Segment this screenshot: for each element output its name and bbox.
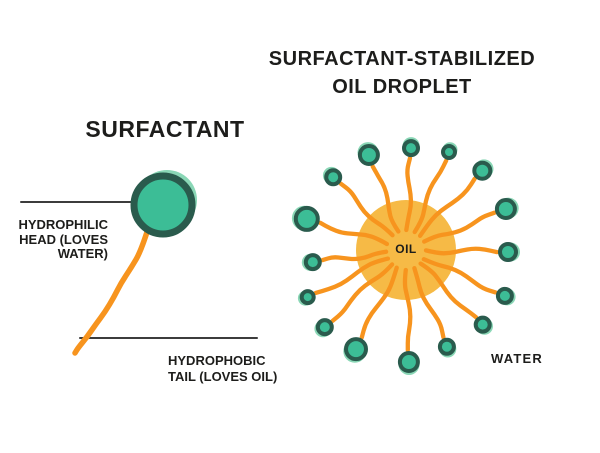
- micelle-head-circle: [357, 144, 380, 166]
- micelle-head-circle: [494, 198, 517, 220]
- micelle-tail-path: [359, 265, 399, 340]
- micelle-head-circle: [472, 160, 493, 181]
- micelle-head-circle: [473, 315, 492, 334]
- micelle-tail-path: [320, 249, 389, 263]
- micelle-head-circle: [324, 168, 343, 187]
- micelle-head-circle: [344, 337, 368, 362]
- micelle-tail-path: [313, 256, 391, 296]
- micelle-tail-path: [412, 158, 449, 235]
- micelle-tail-path: [318, 220, 390, 247]
- oil-droplet-title-line2: OIL DROPLET: [332, 76, 472, 98]
- oil-droplet-title: SURFACTANT-STABILIZED OIL DROPLET: [269, 45, 535, 101]
- hydrophilic-head-label: HYDROPHILIC HEAD (LOVES WATER): [18, 217, 108, 261]
- micelle-tail-path: [370, 164, 401, 234]
- micelle-head-circle: [495, 286, 514, 305]
- micelle-tail-path: [423, 246, 500, 256]
- micelle-head-circle: [498, 242, 518, 262]
- micelle-tail-path: [417, 176, 477, 238]
- micelle-tail-path: [412, 266, 446, 340]
- oil-label: OIL: [395, 242, 417, 256]
- hydrophobic-tail-path: [72, 226, 151, 356]
- micelle-tail-path: [330, 262, 395, 324]
- micelle-tail-path: [404, 155, 414, 233]
- hydrophilic-head-circle: [130, 172, 196, 238]
- micelle-tail-path: [402, 267, 413, 353]
- hydrophobic-tail-label: HYDROPHOBIC TAIL (LOVES OIL): [168, 353, 278, 384]
- micelle-head-circle: [402, 139, 420, 158]
- micelle-head-circle: [299, 289, 316, 306]
- micelle-head-circle: [293, 205, 320, 232]
- micelle-head-circle: [397, 351, 420, 373]
- micelle-tail-path: [418, 261, 479, 320]
- surfactant-title: SURFACTANT: [85, 116, 245, 142]
- micelle-tail-path: [338, 181, 395, 238]
- micelle-head-circle: [441, 144, 457, 160]
- micelle-head-circle: [303, 253, 322, 272]
- oil-droplet-title-line1: SURFACTANT-STABILIZED: [268, 48, 536, 70]
- water-label: WATER: [491, 351, 543, 366]
- micelle-head-circle: [437, 337, 456, 356]
- micelle-head-circle: [315, 318, 334, 337]
- micelle-tail-path: [422, 210, 497, 244]
- micelle-tail-path: [421, 257, 498, 295]
